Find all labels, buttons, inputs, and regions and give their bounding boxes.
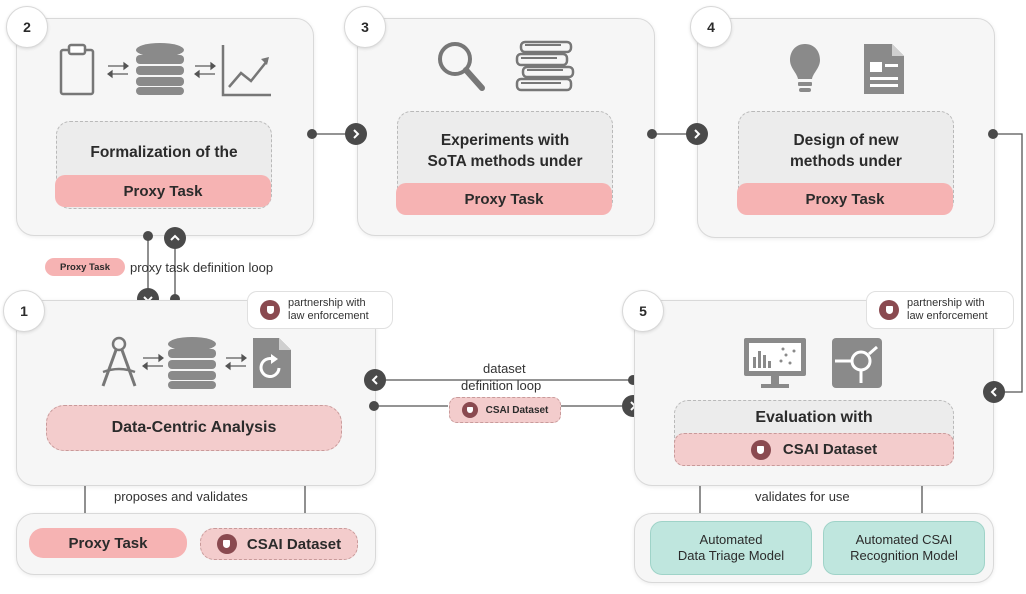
chevron-up-icon xyxy=(164,227,186,249)
csai-dataset-pill: CSAI Dataset xyxy=(674,433,954,466)
dataset-loop-line1: dataset xyxy=(483,361,526,376)
connector-dot xyxy=(647,129,657,139)
exchange-arrows-icon xyxy=(194,61,216,79)
partnership-line2: law enforcement xyxy=(288,310,369,322)
exchange-arrows-icon xyxy=(142,353,164,371)
shield-icon xyxy=(260,300,280,320)
lightbulb-icon xyxy=(790,44,820,92)
connector-dot xyxy=(307,129,317,139)
validates-for-use-label: validates for use xyxy=(755,489,850,504)
database-icon xyxy=(136,43,184,95)
card-title-line1: Design of new xyxy=(793,132,899,149)
step-number-4: 4 xyxy=(690,6,732,48)
partnership-line1: partnership with xyxy=(288,297,366,309)
card-title-line1: Experiments with xyxy=(440,132,570,149)
shield-icon xyxy=(216,534,237,554)
database-icon xyxy=(168,337,216,389)
document-icon xyxy=(864,44,904,94)
stage-1-panel xyxy=(16,300,376,486)
model-line1: Automated CSAI xyxy=(855,532,953,547)
connector-dot xyxy=(170,294,180,304)
csai-dataset-tag: CSAI Dataset xyxy=(449,397,561,423)
connector-dot xyxy=(369,401,379,411)
step-number-1: 1 xyxy=(3,290,45,332)
shield-icon xyxy=(750,439,771,460)
proxy-task-pill: Proxy Task xyxy=(737,183,953,215)
compass-icon xyxy=(101,336,137,387)
step-number-2: 2 xyxy=(6,6,48,48)
model-line1: Automated xyxy=(699,532,763,547)
search-icon xyxy=(438,42,485,91)
csai-dataset-label: CSAI Dataset xyxy=(246,535,342,553)
exchange-arrows-icon xyxy=(107,61,129,79)
partnership-line1: partnership with xyxy=(907,297,985,309)
partnership-badge: partnership with law enforcement xyxy=(247,291,393,329)
line-chart-icon xyxy=(221,45,271,97)
data-centric-analysis-pill: Data-Centric Analysis xyxy=(46,405,342,451)
books-icon xyxy=(515,40,575,92)
refresh-file-icon xyxy=(253,338,291,388)
clipboard-icon xyxy=(59,43,95,96)
proxy-task-tag: Proxy Task xyxy=(45,258,125,276)
csai-dataset-label: CSAI Dataset xyxy=(782,441,878,458)
proxy-loop-label: proxy task definition loop xyxy=(130,260,274,275)
card-title-line2: methods under xyxy=(790,153,902,170)
model-line2: Recognition Model xyxy=(850,548,958,563)
chevron-left-icon xyxy=(364,369,386,391)
card-title: Evaluation with xyxy=(755,409,873,426)
card-title: Formalization of the xyxy=(90,144,238,161)
connector-dot xyxy=(143,231,153,241)
card-title-line2: SoTA methods under xyxy=(427,153,583,170)
dataset-loop-line2: definition loop xyxy=(461,378,542,393)
chevron-right-icon xyxy=(686,123,708,145)
proposes-validates-label: proposes and validates xyxy=(114,489,248,504)
device-icon xyxy=(832,338,882,388)
step-number-5: 5 xyxy=(622,290,664,332)
csai-dataset-tag-label: CSAI Dataset xyxy=(485,404,549,416)
connector-dot xyxy=(628,375,638,385)
proxy-task-pill: Proxy Task xyxy=(29,528,187,558)
shield-icon xyxy=(879,300,899,320)
chevron-left-icon xyxy=(983,381,1005,403)
csai-dataset-pill: CSAI Dataset xyxy=(200,528,358,560)
exchange-arrows-icon xyxy=(225,353,247,371)
monitor-chart-icon xyxy=(744,338,806,388)
model-line2: Data Triage Model xyxy=(677,548,785,563)
proxy-task-pill: Proxy Task xyxy=(55,175,271,207)
step-number-3: 3 xyxy=(344,6,386,48)
partnership-badge: partnership with law enforcement xyxy=(866,291,1014,329)
chevron-right-icon xyxy=(345,123,367,145)
shield-icon xyxy=(461,402,478,418)
connector-dot xyxy=(988,129,998,139)
partnership-line2: law enforcement xyxy=(907,310,988,322)
proxy-task-pill: Proxy Task xyxy=(396,183,612,215)
